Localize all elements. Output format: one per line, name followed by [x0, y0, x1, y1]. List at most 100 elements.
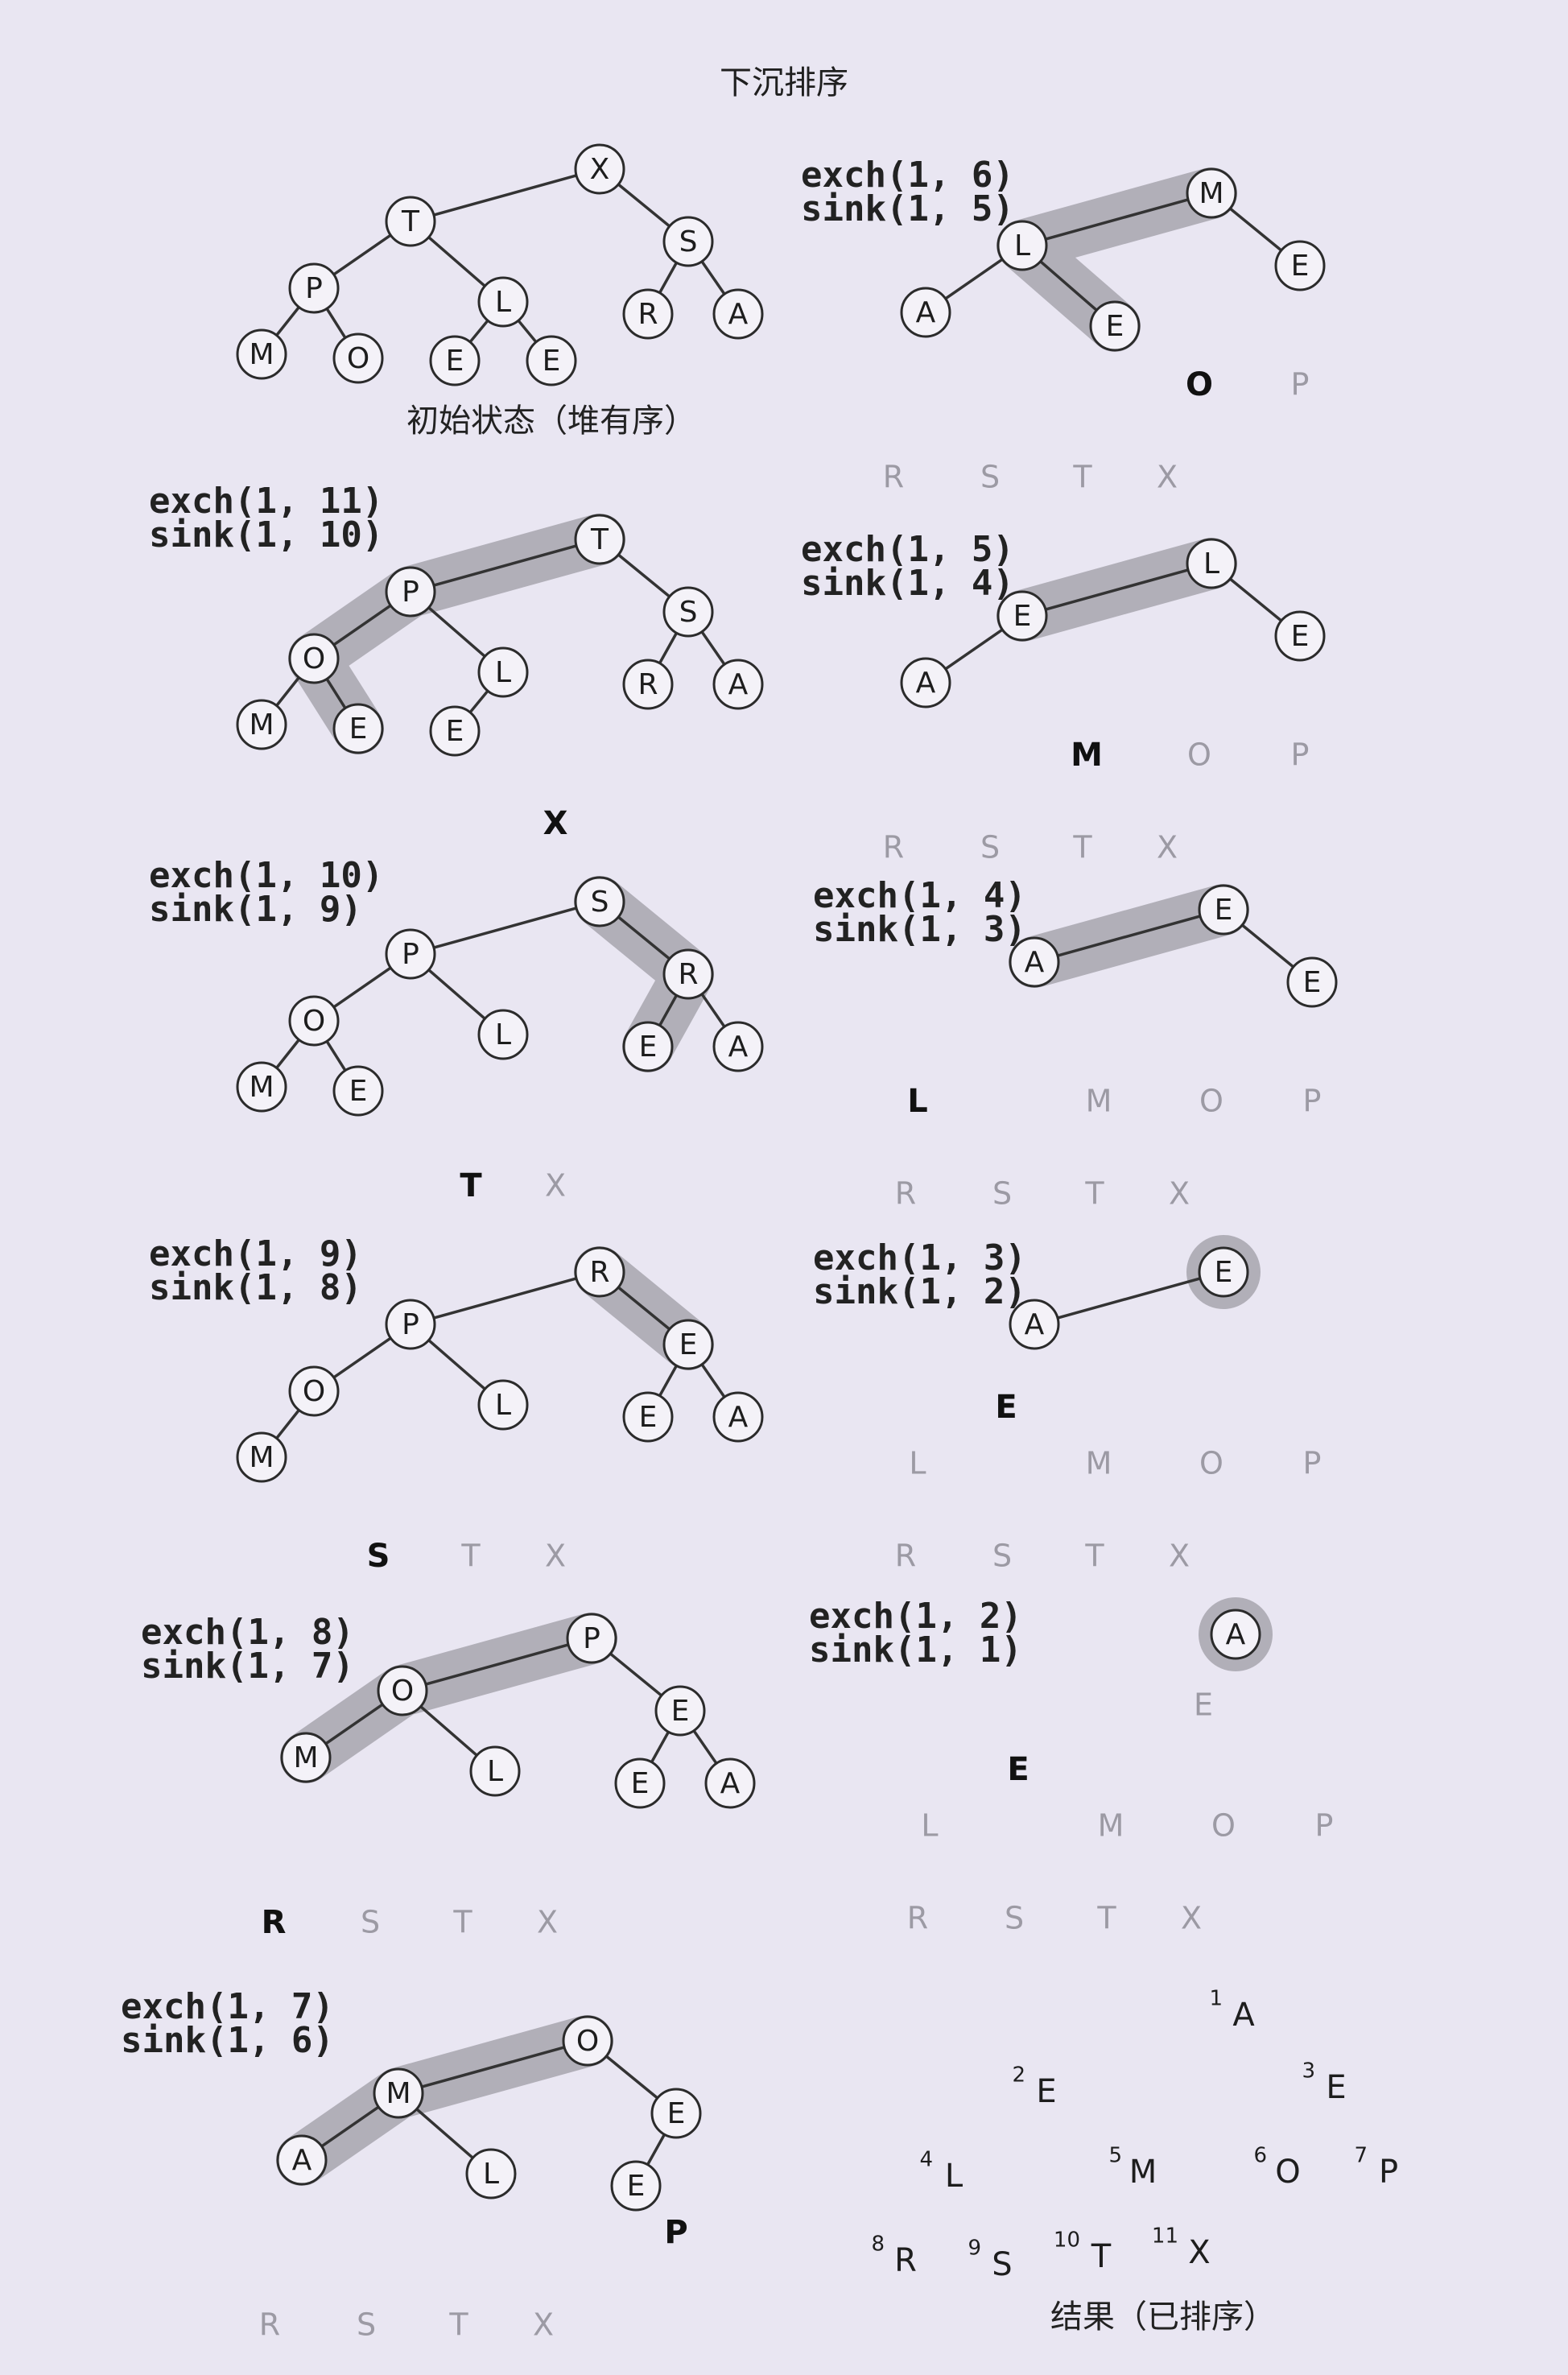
tree-node: T — [574, 514, 625, 565]
sorted-index: 5 — [1108, 2144, 1122, 2168]
tree-edge — [1057, 1277, 1201, 1320]
removed-key: X — [1157, 830, 1178, 865]
removed-key-current: E — [1007, 1751, 1029, 1788]
removed-key-current: R — [262, 1904, 287, 1941]
sorted-key: R — [894, 2242, 917, 2279]
node-key: L — [495, 656, 511, 689]
removed-key: X — [1181, 1901, 1202, 1936]
node-circle — [1009, 1299, 1060, 1350]
node-circle — [900, 657, 951, 708]
node-key: A — [916, 296, 936, 329]
tree-edge — [275, 306, 300, 337]
node-key: E — [1215, 894, 1233, 927]
sorted-index: 10 — [1054, 2228, 1080, 2253]
tree-node: S — [574, 876, 625, 927]
removed-key: L — [921, 1808, 938, 1844]
node-key: R — [638, 298, 658, 331]
node-circle — [1009, 936, 1060, 988]
tree-edge — [617, 553, 671, 598]
removed-key: M — [1098, 1808, 1124, 1844]
result-caption: 结果（已排序） — [1050, 2299, 1276, 2336]
node-circle — [704, 1758, 756, 1809]
tree-node: L — [465, 2148, 517, 2199]
step-5-sink: sink(1, 6) — [121, 2020, 334, 2061]
removed-key: P — [1291, 367, 1310, 403]
tree-node: E — [1286, 956, 1338, 1008]
node-key: E — [1013, 600, 1032, 633]
tree-edge — [332, 966, 392, 1009]
removed-key: S — [357, 2307, 376, 2343]
removed-key: T — [1072, 460, 1092, 495]
tree-node: E — [997, 590, 1048, 642]
tree-edge — [433, 174, 577, 217]
removed-key: R — [259, 2307, 280, 2343]
node-circle — [477, 276, 529, 328]
tree-edge — [944, 258, 1004, 300]
tree-edge — [1045, 198, 1189, 241]
tree-node: P — [385, 566, 436, 618]
node-key: R — [589, 1256, 609, 1289]
tree-node: L — [477, 646, 529, 698]
node-circle — [385, 566, 436, 618]
tree-node: L — [997, 220, 1048, 271]
sorted-key: X — [1188, 2234, 1210, 2271]
node-circle — [332, 703, 384, 754]
sorted-key: O — [1275, 2154, 1300, 2191]
tree-node: O — [288, 1365, 340, 1417]
step-3-sink: sink(1, 8) — [149, 1267, 362, 1308]
node-circle — [332, 332, 384, 384]
tree-edge — [1229, 207, 1282, 252]
tree-edge — [658, 1365, 678, 1397]
node-circle — [662, 586, 714, 638]
tree-edge — [468, 690, 489, 713]
tree-node: E — [429, 335, 481, 386]
removed-key: R — [883, 460, 904, 495]
step-8-sink: sink(1, 3) — [813, 909, 1026, 950]
step-10-exch: exch(1, 2) — [809, 1596, 1022, 1637]
tree-node: M — [236, 1061, 287, 1113]
tree-edge — [427, 606, 486, 658]
node-circle — [574, 876, 625, 927]
tree-edge — [1241, 923, 1294, 969]
node-key: E — [1215, 1256, 1233, 1289]
node-key: L — [483, 2158, 499, 2191]
sorted-index: 4 — [919, 2148, 933, 2172]
step-8-exch: exch(1, 4) — [813, 875, 1026, 916]
removed-key: P — [1315, 1808, 1334, 1844]
tree-edge — [433, 544, 577, 587]
node-key: E — [446, 345, 464, 378]
tree-node: A — [704, 1758, 756, 1809]
tree-edge — [332, 604, 392, 646]
step-2-sink: sink(1, 9) — [149, 889, 362, 930]
tree-edge — [700, 1363, 726, 1398]
sorted-index: 8 — [871, 2232, 885, 2257]
removed-key: T — [1084, 1176, 1104, 1212]
tree-edge — [325, 678, 347, 709]
tree-edge — [332, 1336, 392, 1379]
removed-key: S — [980, 460, 1000, 495]
tree-node: L — [477, 1009, 529, 1060]
node-circle — [1198, 1246, 1249, 1298]
node-circle — [477, 646, 529, 698]
node-key: P — [305, 272, 323, 305]
tree-node: P — [385, 1299, 436, 1350]
node-key: R — [678, 958, 698, 991]
step-1-exch: exch(1, 11) — [149, 481, 383, 522]
tree-edge — [658, 994, 678, 1026]
tree-edge — [325, 308, 347, 339]
sorted-key: P — [1379, 2154, 1398, 2191]
node-key: E — [671, 1695, 690, 1728]
removed-key: O — [1211, 1808, 1236, 1844]
step-9-sink: sink(1, 2) — [813, 1271, 1026, 1312]
node-circle — [712, 1391, 764, 1443]
node-key: M — [249, 338, 274, 371]
node-key: A — [728, 1401, 749, 1434]
removed-key: X — [1157, 460, 1178, 495]
tree-node: S — [662, 586, 714, 638]
tree-node: X — [574, 143, 625, 195]
step-7-exch: exch(1, 5) — [801, 529, 1014, 570]
tree-node: E — [610, 2160, 662, 2212]
tree-node: A — [712, 659, 764, 710]
